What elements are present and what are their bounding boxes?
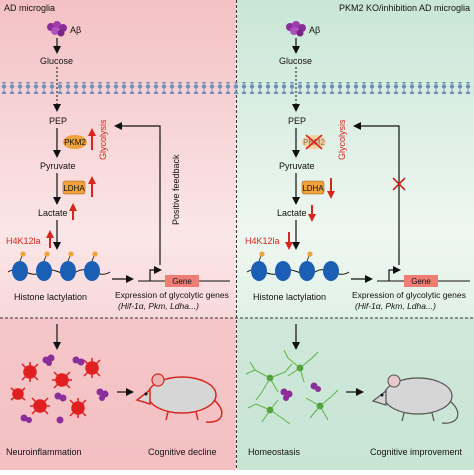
mouse-icon — [135, 373, 223, 423]
tss-arrow — [388, 266, 401, 281]
mouse-icon — [371, 374, 459, 424]
right-title: PKM2 KO/inhibition AD microglia — [339, 3, 470, 13]
histone-label: Histone lactylation — [14, 292, 87, 302]
genes-label: (Hif-1α, Pkm, Ldha...) — [355, 301, 436, 311]
resting-microglia-icon — [245, 349, 339, 425]
abeta-label: Aβ — [309, 25, 320, 35]
expression-label: Expression of glycolytic genes — [352, 290, 466, 300]
nucleosome-icon — [12, 261, 100, 281]
pkm2-enzyme — [63, 135, 87, 149]
right-panel: PKM2 KO/inhibition AD microglia Aβ Gluco… — [245, 3, 470, 457]
lactate-label: Lactate — [38, 208, 68, 218]
abeta-label: Aβ — [70, 25, 81, 35]
pep-label: PEP — [288, 116, 306, 126]
feedback-label: Positive feedback — [171, 154, 181, 225]
genes-label: (Hif-1α, Pkm, Ldha...) — [118, 301, 199, 311]
expression-label: Expression of glycolytic genes — [115, 290, 229, 300]
gene-box — [404, 275, 438, 287]
left-title: AD microglia — [4, 3, 55, 13]
pyruvate-label: Pyruvate — [40, 161, 76, 171]
glycolysis-label: Glycolysis — [98, 119, 108, 160]
ldha-enzyme — [62, 180, 86, 195]
pep-label: PEP — [49, 116, 67, 126]
gene-label: Gene — [411, 277, 431, 286]
cognitive-decline-label: Cognitive decline — [148, 447, 217, 457]
ldha-label: LDHA — [63, 184, 85, 193]
lactyl-mark-icon — [19, 251, 98, 262]
glycolysis-label: Glycolysis — [337, 119, 347, 160]
ldha-label: LDHA — [302, 184, 324, 193]
blocked-cross-icon — [392, 177, 406, 191]
abeta-plaque-icon — [280, 382, 321, 401]
ldha-enzyme — [301, 180, 325, 195]
neuroinflammation-label: Neuroinflammation — [6, 447, 82, 457]
gene-label: Gene — [172, 277, 192, 286]
blocked-feedback-arrow — [353, 122, 400, 265]
abeta-plaque-icon — [47, 21, 67, 37]
activated-microglia-icon — [10, 358, 101, 418]
cell-membrane — [0, 82, 474, 94]
inhibition-cross-icon — [305, 134, 323, 150]
glucose-label: Glucose — [40, 56, 73, 66]
h4k12la-label: H4K12la — [245, 236, 280, 246]
homeostasis-label: Homeostasis — [248, 447, 301, 457]
lactate-label: Lactate — [277, 208, 307, 218]
pkm2-label: PKM2 — [64, 138, 86, 147]
lactyl-mark-icon — [258, 251, 313, 262]
left-panel: AD microglia Aβ Glucose PEP PKM2 Glycoly… — [4, 3, 230, 457]
pyruvate-label: Pyruvate — [279, 161, 315, 171]
h4k12la-label: H4K12la — [6, 236, 41, 246]
feedback-arrow — [114, 122, 161, 265]
glucose-label: Glucose — [279, 56, 312, 66]
histone-label: Histone lactylation — [253, 292, 326, 302]
gene-box — [165, 275, 199, 287]
abeta-plaque-icon — [20, 354, 109, 424]
tss-arrow — [149, 266, 162, 281]
abeta-plaque-icon — [286, 21, 306, 37]
cognitive-improvement-label: Cognitive improvement — [370, 447, 463, 457]
nucleosome-icon — [251, 261, 339, 281]
